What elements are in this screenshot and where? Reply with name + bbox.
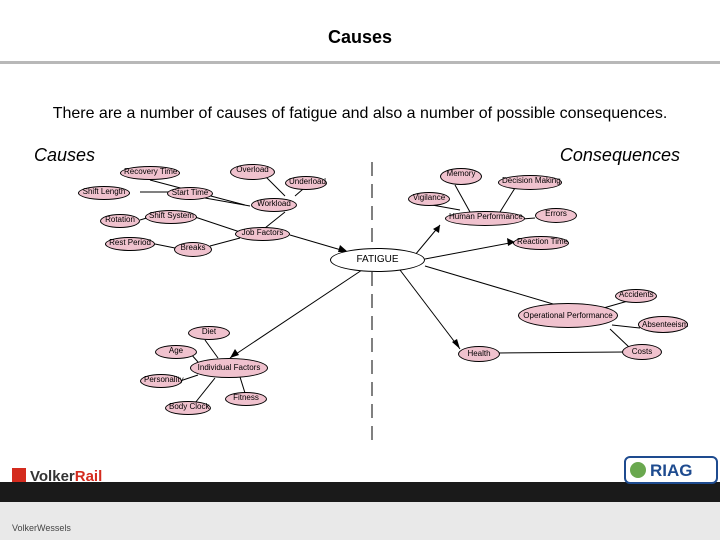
subtitle: There are a number of causes of fatigue … <box>52 105 668 122</box>
node-decision-making: Decision Making <box>498 175 562 190</box>
node-individual-factors: Individual Factors <box>190 358 268 378</box>
connector <box>264 175 286 197</box>
volkerwessels-logo: VolkerWessels <box>12 521 92 535</box>
node-workload: Workload <box>251 198 297 212</box>
svg-text:VolkerWessels: VolkerWessels <box>12 523 71 533</box>
riag-mark <box>630 462 646 478</box>
node-underload: Underload <box>285 176 327 190</box>
node-shift-system: Shift System <box>145 210 197 224</box>
riag-wordmark: RIAG <box>650 461 693 480</box>
node-age: Age <box>155 345 197 359</box>
connector <box>194 216 241 233</box>
node-reaction-time: Reaction Time <box>513 236 569 250</box>
node-job-factors: Job Factors <box>235 227 290 241</box>
consequences-header: Consequences <box>559 145 680 165</box>
arrowhead <box>433 225 440 233</box>
node-memory: Memory <box>440 168 482 185</box>
node-accidents: Accidents <box>615 289 657 303</box>
node-start-time: Start Time <box>167 187 213 200</box>
node-fitness: Fitness <box>225 392 267 406</box>
connector <box>209 237 241 247</box>
footer-band <box>0 482 720 502</box>
node-rotation: Rotation <box>100 214 140 228</box>
node-diet: Diet <box>188 326 230 340</box>
volkerrail-mark <box>12 468 26 482</box>
node-errors: Errors <box>535 208 577 223</box>
connector <box>154 243 176 249</box>
node-fatigue: FATIGUE <box>330 248 425 272</box>
connector <box>264 211 286 229</box>
arrowhead <box>452 339 460 349</box>
node-recovery-time: Recovery Time <box>120 166 180 180</box>
footer-strip <box>0 502 720 540</box>
arrowhead <box>507 238 515 246</box>
node-costs: Costs <box>622 344 662 360</box>
node-body-clock: Body Clock <box>165 401 211 415</box>
causes-header: Causes <box>34 145 96 165</box>
riag-logo: RIAG <box>624 456 718 484</box>
node-breaks: Breaks <box>174 242 212 257</box>
connector <box>204 197 251 207</box>
node-health: Health <box>458 346 500 362</box>
node-overload: Overload <box>230 164 275 180</box>
page-title: Causes <box>327 27 393 47</box>
node-personality: Personality <box>140 374 184 388</box>
arrowhead <box>230 349 239 358</box>
node-operational-performance: Operational Performance <box>518 303 618 328</box>
node-shift-length: Shift Length <box>78 186 130 200</box>
volkerrail-logo: VolkerRail <box>12 466 142 489</box>
node-rest-period: Rest Period <box>105 237 155 251</box>
node-vigilance: Vigilance <box>408 192 450 206</box>
node-human-performance: Human Performance <box>445 211 525 226</box>
node-absenteeism: Absenteeism <box>638 316 688 333</box>
volkerrail-wordmark: VolkerRail <box>30 468 102 484</box>
title-divider <box>0 61 720 64</box>
